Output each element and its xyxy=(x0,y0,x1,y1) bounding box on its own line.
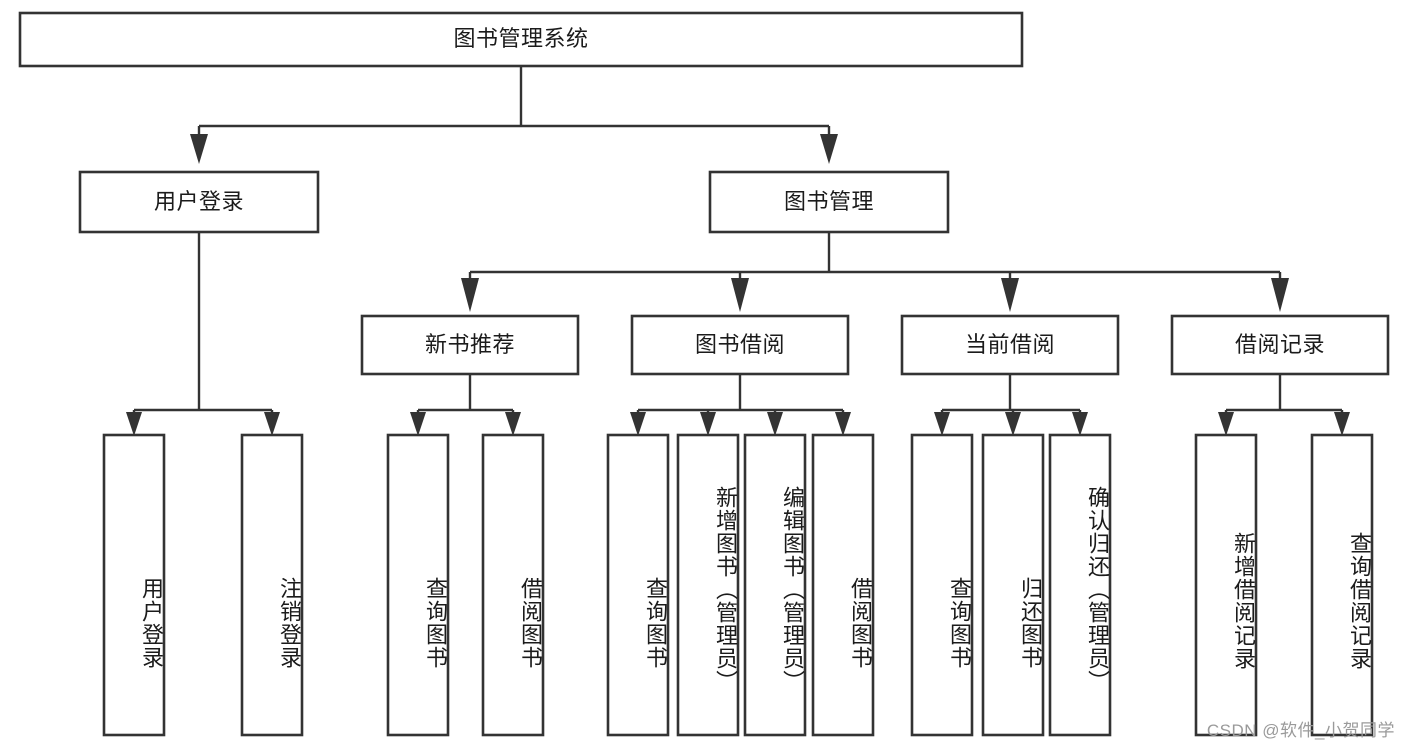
arrow-head-leaf-edit-book xyxy=(767,412,783,436)
node-box-leaf-query-book-2[interactable] xyxy=(606,433,670,737)
arrow-head-leaf-query-book-3 xyxy=(934,412,950,436)
arrow-head-leaf-logout xyxy=(264,412,280,436)
arrow-head-book-borrow xyxy=(731,278,749,312)
node-box-leaf-add-book[interactable] xyxy=(676,433,740,737)
node-box-leaf-query-book-3[interactable] xyxy=(910,433,974,737)
connector-group-book-manage xyxy=(461,232,1289,312)
node-box-leaf-confirm-return[interactable] xyxy=(1048,433,1112,737)
node-box-leaf-borrow-book-1[interactable] xyxy=(481,433,545,737)
node-box-leaf-query-book-1[interactable] xyxy=(386,433,450,737)
arrow-head-leaf-user-login xyxy=(126,412,142,436)
connector-group-borrow-record xyxy=(1218,374,1350,436)
node-box-user-login[interactable] xyxy=(78,170,320,234)
node-box-borrow-record[interactable] xyxy=(1170,314,1390,376)
arrow-head-leaf-add-record xyxy=(1218,412,1234,436)
connector-group-root xyxy=(190,66,838,164)
arrow-head-leaf-query-record xyxy=(1334,412,1350,436)
arrow-head-leaf-add-book xyxy=(700,412,716,436)
node-box-book-manage[interactable] xyxy=(708,170,950,234)
arrow-head-new-book-recommend xyxy=(461,278,479,312)
node-box-leaf-add-record[interactable] xyxy=(1194,433,1258,737)
arrow-head-user-login xyxy=(190,134,208,164)
arrow-head-leaf-borrow-book-1 xyxy=(505,412,521,436)
node-box-leaf-edit-book[interactable] xyxy=(743,433,807,737)
arrow-head-leaf-return-book xyxy=(1005,412,1021,436)
connector-group-current-borrow xyxy=(934,374,1088,436)
node-box-new-book-recommend[interactable] xyxy=(360,314,580,376)
node-box-book-borrow[interactable] xyxy=(630,314,850,376)
arrow-head-leaf-borrow-book-2 xyxy=(835,412,851,436)
node-box-leaf-borrow-book-2[interactable] xyxy=(811,433,875,737)
connector-group-user-login xyxy=(126,232,280,436)
arrow-head-borrow-record xyxy=(1271,278,1289,312)
arrow-head-leaf-query-book-2 xyxy=(630,412,646,436)
node-box-current-borrow[interactable] xyxy=(900,314,1120,376)
connector-group-book-borrow xyxy=(630,374,851,436)
arrow-head-book-manage xyxy=(820,134,838,164)
node-box-root[interactable] xyxy=(18,11,1024,68)
arrow-head-current-borrow xyxy=(1001,278,1019,312)
arrow-head-leaf-confirm-return xyxy=(1072,412,1088,436)
csdn-watermark: CSDN @软件_小贺同学 xyxy=(1206,721,1395,740)
node-box-leaf-logout[interactable] xyxy=(240,433,304,737)
node-box-leaf-return-book[interactable] xyxy=(981,433,1045,737)
node-box-leaf-query-record[interactable] xyxy=(1310,433,1374,737)
node-box-leaf-user-login[interactable] xyxy=(102,433,166,737)
connector-group-new-book-recommend xyxy=(410,374,521,436)
arrow-head-leaf-query-book-1 xyxy=(410,412,426,436)
